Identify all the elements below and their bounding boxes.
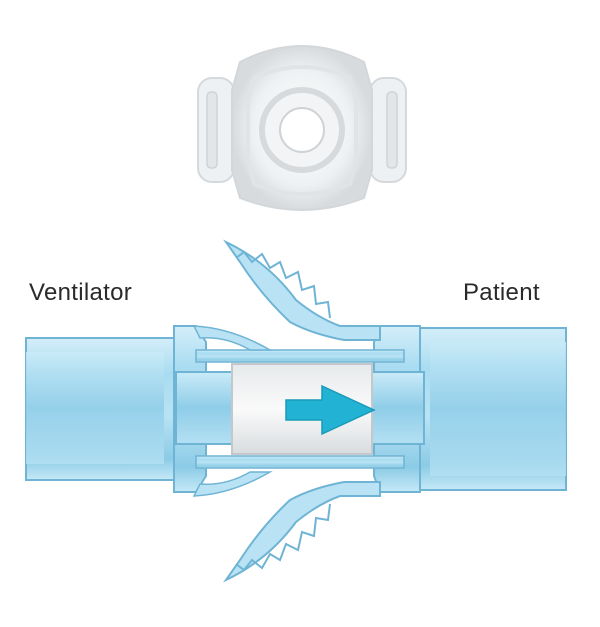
valve-top-view <box>197 45 407 211</box>
cross-section-view <box>25 239 567 583</box>
patient-label: Patient <box>463 279 540 306</box>
ventilator-label: Ventilator <box>29 279 133 306</box>
arrow-right-icon <box>285 384 376 436</box>
